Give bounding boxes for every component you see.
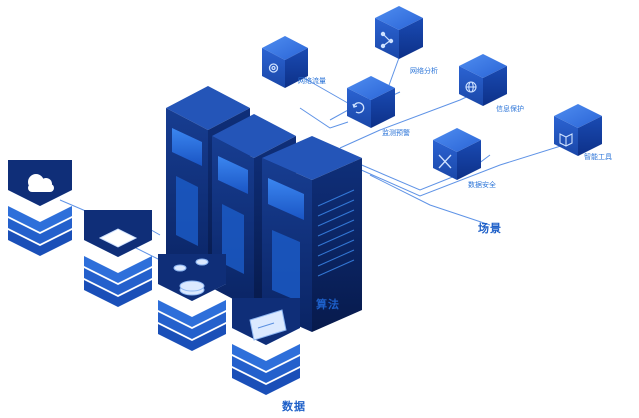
module-label-3: 监测预警 (382, 129, 410, 137)
module-cube-1 (262, 36, 308, 88)
gear-icon (268, 63, 279, 73)
book-icon (559, 133, 573, 147)
data-stack-2 (84, 210, 152, 307)
globe-icon (465, 81, 477, 93)
module-label-5: 数据安全 (468, 181, 496, 189)
refresh-cycle-icon (352, 102, 365, 114)
data-stack-1 (8, 160, 72, 256)
cloud-icon (28, 174, 54, 192)
data-label: 数据 (282, 400, 306, 413)
algorithm-label: 算法 (316, 298, 340, 311)
server-rack-3 (262, 136, 362, 332)
module-cube-6 (554, 104, 602, 156)
module-cube-2 (375, 6, 423, 59)
id-card-icon (249, 309, 287, 341)
data-stack-4 (232, 298, 300, 395)
coins-icon (173, 258, 209, 296)
scenario-label: 场景 (478, 222, 502, 235)
monitor-screen-icon (98, 228, 138, 248)
module-label-1: 网络流量 (298, 77, 326, 85)
module-label-2: 网络分析 (410, 67, 438, 75)
tools-icon (438, 154, 452, 169)
module-cube-4 (459, 54, 507, 106)
module-cube-3 (347, 76, 395, 128)
module-label-6: 智能工具 (584, 153, 612, 161)
module-cube-5 (433, 128, 481, 180)
data-stack-3 (158, 254, 226, 351)
module-label-4: 信息保护 (496, 105, 524, 113)
network-share-icon (380, 31, 394, 49)
